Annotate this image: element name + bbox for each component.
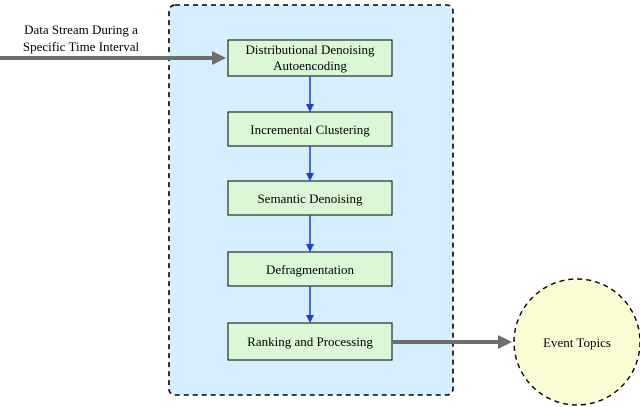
- input-label-line2: Specific Time Interval: [22, 39, 140, 54]
- step-defragmentation: Defragmentation: [227, 251, 393, 287]
- step-semantic-denoising: Semantic Denoising: [227, 180, 393, 216]
- step-label: Defragmentation: [266, 262, 355, 277]
- step-label-line1: Distributional Denoising: [246, 42, 375, 57]
- step-label: Ranking and Processing: [247, 334, 373, 349]
- input-label: Data Stream During a Specific Time Inter…: [6, 21, 156, 55]
- input-label-line1: Data Stream During a: [24, 22, 138, 37]
- event-topics-label: Event Topics: [543, 335, 611, 350]
- step-incremental-clustering: Incremental Clustering: [227, 111, 393, 147]
- step-ranking-and-processing: Ranking and Processing: [227, 322, 393, 361]
- step-distributional-denoising: Distributional Denoising Autoencoding: [227, 39, 393, 77]
- event-topics-node: Event Topics: [513, 278, 640, 406]
- step-label: Incremental Clustering: [250, 122, 370, 137]
- step-label-line2: Autoencoding: [273, 58, 347, 73]
- step-label: Semantic Denoising: [257, 191, 363, 206]
